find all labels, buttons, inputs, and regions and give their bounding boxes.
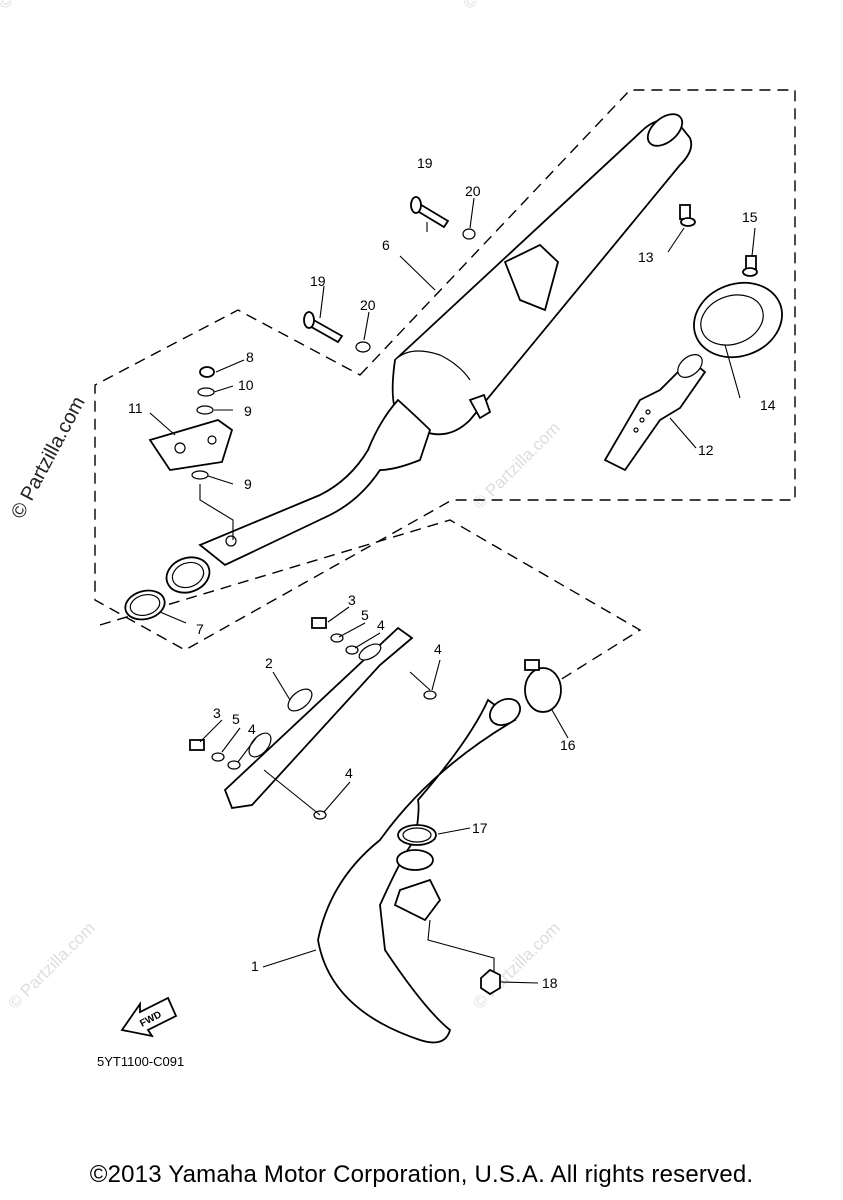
leader-lines — [149, 197, 756, 984]
callout-4: 4 — [248, 721, 256, 737]
callout-3: 3 — [348, 592, 356, 608]
callout-1: 1 — [251, 958, 259, 974]
callout-14: 14 — [760, 397, 776, 413]
callout-4: 4 — [377, 617, 385, 633]
watermark-faint: © Partzilla.com — [469, 918, 563, 1012]
copyright-notice: ©2013 Yamaha Motor Corporation, U.S.A. A… — [89, 1161, 754, 1188]
watermark-faint: © Partzilla.com — [459, 0, 553, 13]
callout-12: 12 — [698, 442, 714, 458]
faint-watermarks: © Partzilla.com © Partzilla.com © Partzi… — [0, 0, 564, 1013]
callout-9: 9 — [244, 403, 252, 419]
watermark-main: © Partzilla.com — [7, 393, 90, 522]
watermark-faint: © Partzilla.com — [4, 918, 98, 1012]
bolt-washer-set — [303, 196, 476, 353]
callout-13: 13 — [638, 249, 654, 265]
callout-11: 11 — [128, 400, 143, 416]
front-group-outline — [99, 519, 642, 681]
callout-3: 3 — [213, 705, 221, 721]
callout-9: 9 — [244, 476, 252, 492]
callout-16: 16 — [560, 737, 576, 753]
callout-15: 15 — [742, 209, 758, 225]
callout-2: 2 — [265, 655, 273, 671]
callout-5: 5 — [361, 607, 369, 623]
watermark-faint: © Partzilla.com — [0, 0, 89, 13]
exhaust-pipe — [317, 697, 521, 1044]
watermark-faint: © Partzilla.com — [469, 418, 563, 512]
callouts: 1 2 3 3 4 4 4 4 5 5 6 7 8 9 9 10 11 12 1… — [128, 155, 776, 991]
spark-arrester — [603, 354, 707, 472]
callout-20: 20 — [465, 183, 481, 199]
callout-6: 6 — [382, 237, 390, 253]
muffler-body — [391, 113, 693, 436]
pipe-clamp — [524, 659, 562, 713]
gasket — [124, 589, 166, 621]
callout-19: 19 — [417, 155, 433, 171]
forward-arrow-icon: FWD — [120, 996, 178, 1038]
end-cap — [693, 281, 783, 359]
callout-7: 7 — [196, 621, 204, 637]
flange-nut — [480, 968, 501, 996]
muffler-group-outline — [94, 89, 796, 651]
callout-4: 4 — [345, 765, 353, 781]
heat-protector — [189, 617, 437, 820]
callout-4: 4 — [434, 641, 442, 657]
callout-19: 19 — [310, 273, 326, 289]
diagram-code: 5YT1100-C091 — [97, 1054, 184, 1069]
callout-10: 10 — [238, 377, 254, 393]
callout-8: 8 — [246, 349, 254, 365]
small-screws — [679, 204, 758, 277]
muffler-bracket — [148, 366, 234, 480]
callout-18: 18 — [542, 975, 558, 991]
muffler-inlet-pipe — [165, 398, 432, 594]
callout-20: 20 — [360, 297, 376, 313]
callout-17: 17 — [472, 820, 488, 836]
callout-5: 5 — [232, 711, 240, 727]
exhaust-gasket — [397, 824, 437, 846]
